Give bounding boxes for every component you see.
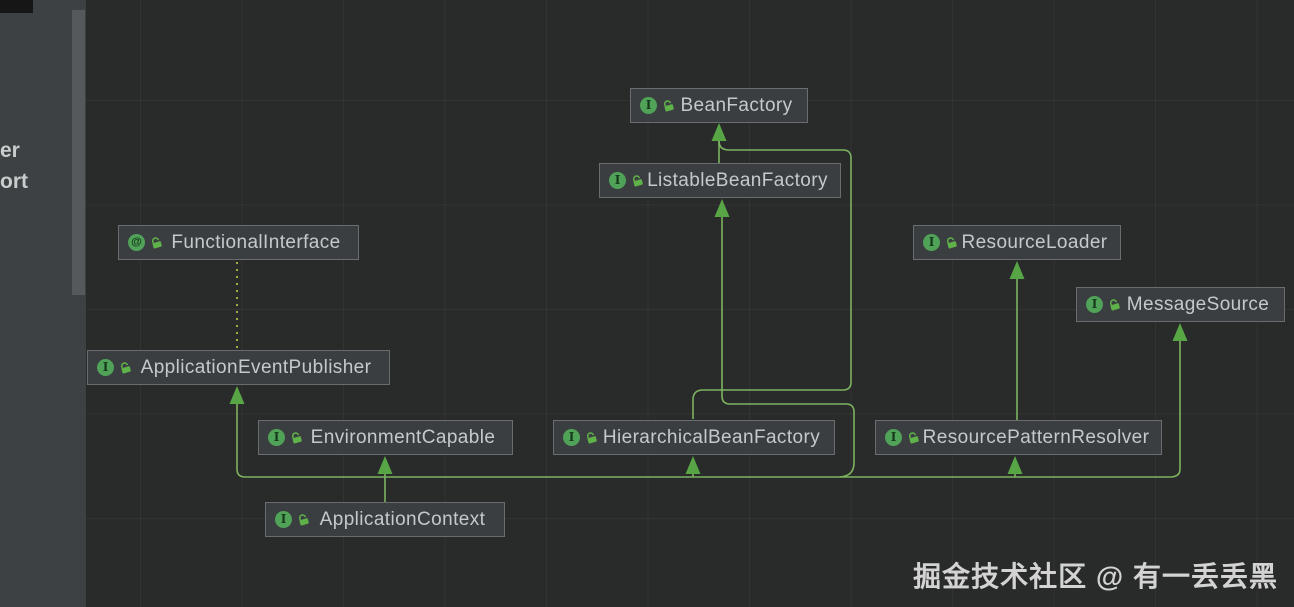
arrowhead-environmentcapable bbox=[377, 456, 393, 474]
node-label: ResourcePatternResolver bbox=[922, 426, 1150, 448]
interface-icon: I bbox=[923, 234, 940, 251]
annotation-icon: @ bbox=[128, 234, 145, 251]
node-label: BeanFactory bbox=[680, 94, 793, 116]
edge-hierarchicalbeanfactory-beanfactory bbox=[692, 140, 852, 419]
node-beanfactory[interactable]: I BeanFactory bbox=[630, 88, 808, 123]
open-lock-icon bbox=[583, 429, 600, 445]
open-lock-icon bbox=[905, 429, 922, 445]
sidebar-corner-block bbox=[0, 0, 33, 13]
interface-icon: I bbox=[275, 511, 292, 528]
sidebar-item-clipped-ort[interactable]: ort bbox=[0, 170, 28, 193]
sidebar-item-clipped-er[interactable]: er bbox=[0, 139, 20, 162]
node-applicationeventpublisher[interactable]: I ApplicationEventPublisher bbox=[87, 350, 390, 385]
node-hierarchicalbeanfactory[interactable]: I HierarchicalBeanFactory bbox=[553, 420, 835, 455]
open-lock-icon bbox=[295, 511, 312, 527]
open-lock-icon bbox=[1106, 296, 1123, 312]
node-label: FunctionalInterface bbox=[171, 231, 341, 253]
node-label: HierarchicalBeanFactory bbox=[602, 426, 821, 448]
arrowhead-applicationeventpublisher bbox=[229, 386, 245, 404]
interface-icon: I bbox=[885, 429, 902, 446]
arrowhead-resourceloader bbox=[1009, 261, 1025, 279]
interface-icon: I bbox=[563, 429, 580, 446]
interface-icon: I bbox=[97, 359, 114, 376]
interface-icon: I bbox=[268, 429, 285, 446]
sidebar-scrollbar-thumb[interactable] bbox=[72, 10, 85, 295]
project-sidebar: er ort bbox=[0, 0, 86, 607]
open-lock-icon bbox=[148, 234, 165, 250]
node-label: ListableBeanFactory bbox=[647, 169, 828, 191]
node-messagesource[interactable]: I MessageSource bbox=[1076, 287, 1285, 322]
edge-applicationcontext-bus bbox=[236, 339, 1181, 478]
open-lock-icon bbox=[943, 234, 960, 250]
arrowhead-hierarchicalbeanfactory bbox=[685, 456, 701, 474]
node-resourceloader[interactable]: I ResourceLoader bbox=[913, 225, 1121, 260]
node-functionalinterface[interactable]: @ FunctionalInterface bbox=[118, 225, 359, 260]
node-applicationcontext[interactable]: I ApplicationContext bbox=[265, 502, 505, 537]
edge-applicationcontext-listablebeanfactory bbox=[721, 215, 855, 478]
interface-icon: I bbox=[1086, 296, 1103, 313]
arrowhead-listablebeanfactory bbox=[714, 199, 730, 217]
watermark-text: 掘金技术社区 @ 有一丢丢黑 bbox=[913, 561, 1278, 592]
arrowhead-resourcepatternresolver bbox=[1007, 456, 1023, 474]
node-listablebeanfactory[interactable]: I ListableBeanFactory bbox=[599, 163, 841, 198]
node-label: ApplicationEventPublisher bbox=[140, 356, 372, 378]
arrowhead-beanfactory bbox=[711, 123, 727, 141]
node-label: EnvironmentCapable bbox=[310, 426, 496, 448]
node-environmentcapable[interactable]: I EnvironmentCapable bbox=[258, 420, 513, 455]
node-label: ApplicationContext bbox=[319, 508, 486, 530]
open-lock-icon bbox=[629, 172, 646, 188]
interface-icon: I bbox=[640, 97, 657, 114]
arrowhead-messagesource bbox=[1172, 323, 1188, 341]
node-label: ResourceLoader bbox=[961, 231, 1108, 253]
node-label: MessageSource bbox=[1126, 293, 1270, 315]
open-lock-icon bbox=[288, 429, 305, 445]
open-lock-icon bbox=[117, 359, 134, 375]
interface-icon: I bbox=[609, 172, 626, 189]
open-lock-icon bbox=[660, 97, 677, 113]
node-resourcepatternresolver[interactable]: I ResourcePatternResolver bbox=[875, 420, 1162, 455]
